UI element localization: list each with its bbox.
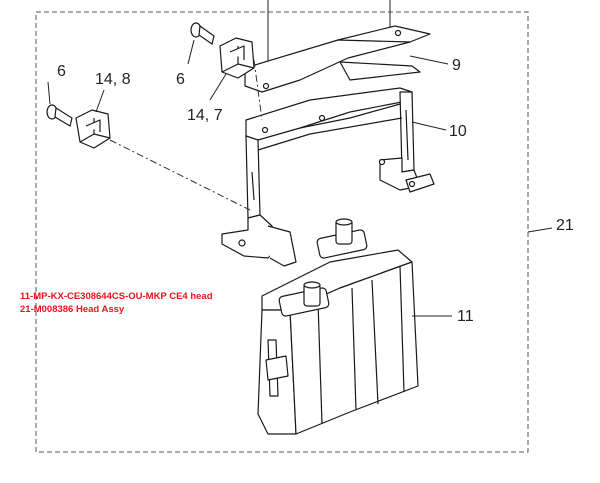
note-line-1: 11-MP-KX-CE308644CS-OU-MKP CE4 head [20,291,213,302]
centerline-mid [253,59,263,121]
label-6-left: 6 [57,63,66,80]
bracket-frame [221,87,435,267]
label-14-8: 14, 8 [95,71,131,88]
label-11: 11 [457,308,474,325]
leader-10 [411,121,447,131]
screw-left [46,104,73,127]
top-plate [244,25,431,107]
part-number-note: 11-MP-KX-CE308644CS-OU-MKP CE4 head 21-M… [20,290,213,316]
note-line-2: 21-M008386 Head Assy [20,304,125,315]
head-block [257,218,419,435]
label-9: 9 [452,57,461,74]
label-10: 10 [449,123,467,140]
label-14-7: 14, 7 [187,107,223,124]
leader-21 [527,227,553,233]
label-21: 21 [556,217,574,234]
centerline-left [109,139,251,211]
leader-9 [409,55,449,65]
label-6-mid: 6 [176,71,185,88]
clip-left [75,109,111,149]
clip-mid [219,37,255,79]
screw-mid [190,22,215,45]
